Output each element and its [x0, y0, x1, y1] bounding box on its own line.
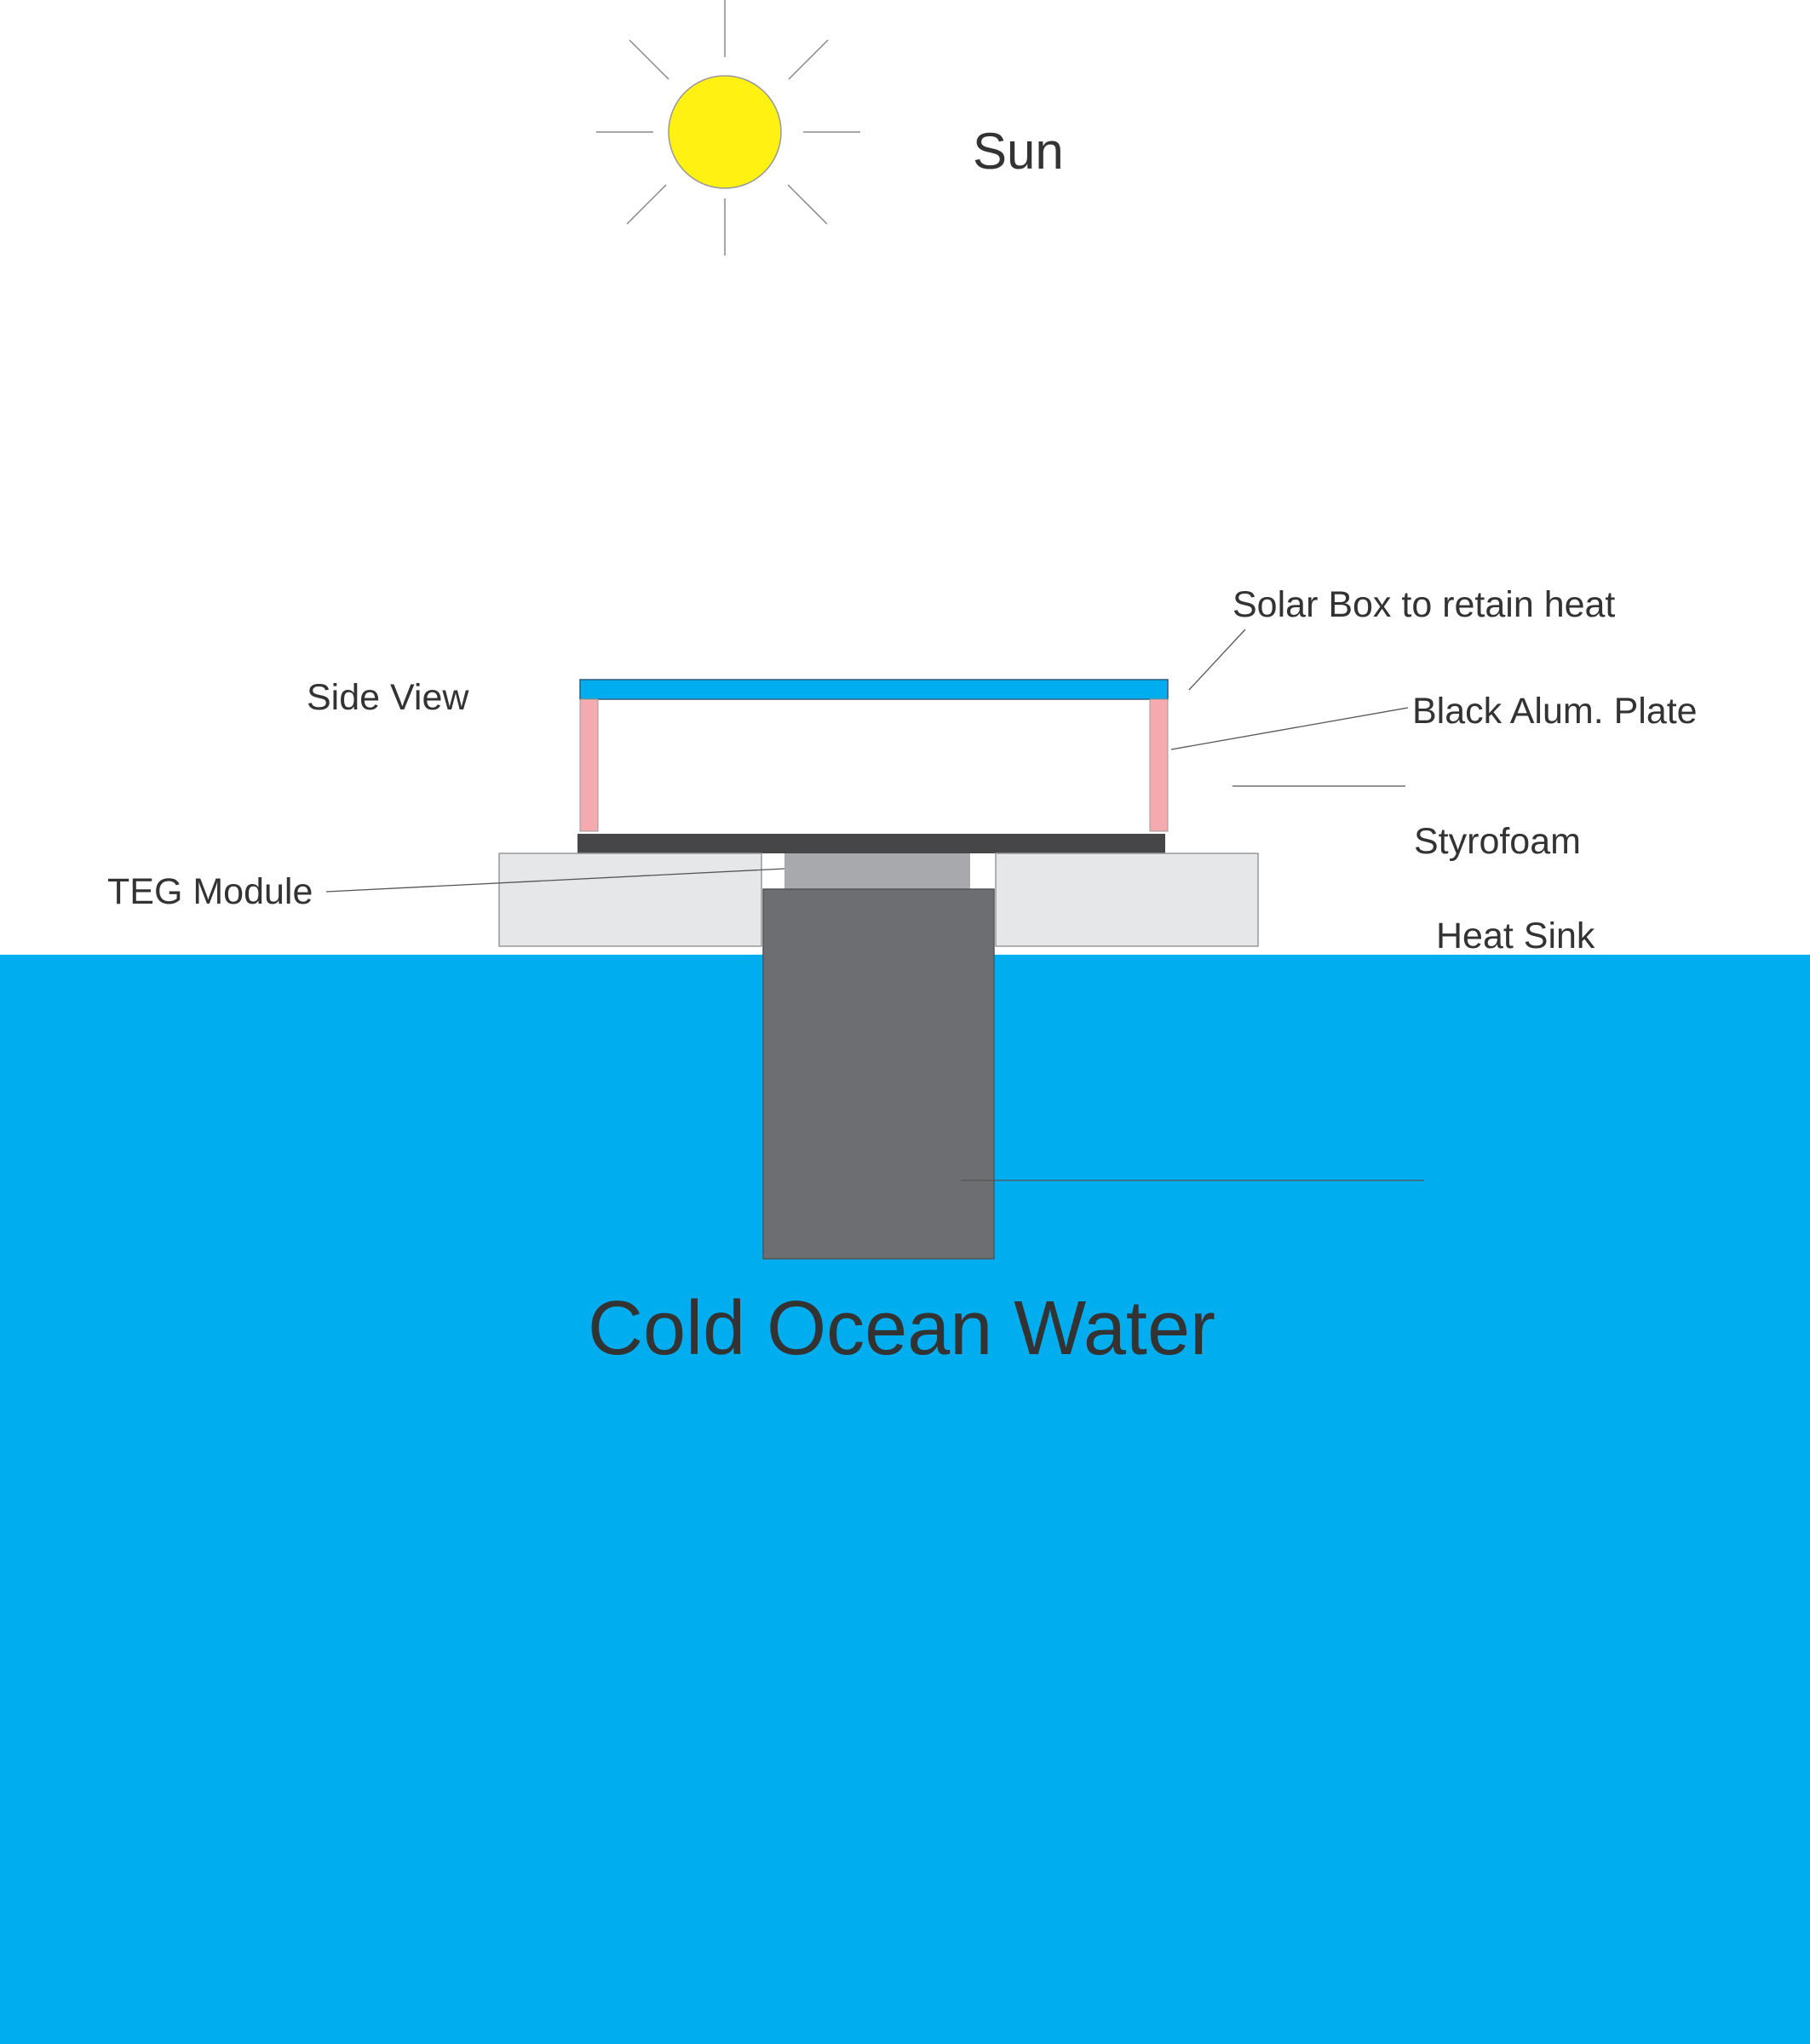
leader-lines	[325, 629, 1424, 1181]
styrofoam-label: Styrofoam	[1414, 821, 1581, 862]
sun-icon	[596, 0, 860, 256]
leader-solar-box	[1188, 629, 1246, 691]
black-alum-plate	[577, 834, 1165, 853]
styrofoam-right	[995, 853, 1259, 947]
heat-sink	[762, 888, 995, 1260]
box-wall-left	[579, 698, 599, 832]
teg-module	[784, 853, 970, 889]
leader-teg	[325, 868, 785, 893]
black-plate-label: Black Alum. Plate	[1412, 691, 1698, 732]
heat-sink-label: Heat Sink	[1436, 916, 1595, 956]
leader-black-plate	[1170, 707, 1409, 750]
ocean-label: Cold Ocean Water	[588, 1286, 1215, 1371]
side-view-label: Side View	[307, 677, 469, 718]
sun-label: Sun	[973, 123, 1064, 180]
teg-module-label: TEG Module	[107, 871, 313, 912]
solar-box-label: Solar Box to retain heat	[1233, 584, 1615, 625]
glass-top	[579, 679, 1169, 700]
styrofoam-left	[498, 853, 762, 947]
box-wall-right	[1149, 698, 1169, 832]
